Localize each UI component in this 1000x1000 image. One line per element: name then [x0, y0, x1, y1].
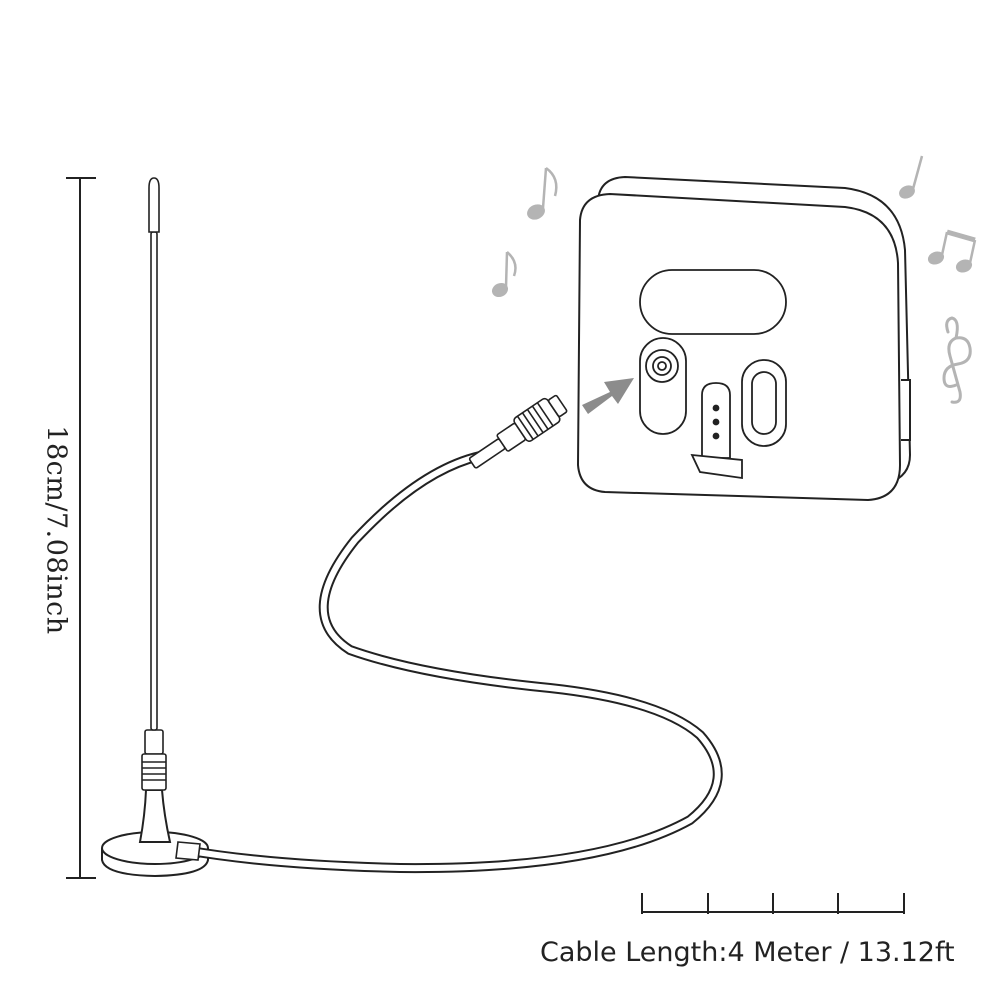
receiver-mount-hook	[690, 382, 743, 480]
music-note-icon	[899, 155, 924, 199]
music-note-icon	[491, 251, 517, 298]
coax-cable	[180, 451, 723, 874]
cable-length-scale-bar	[641, 893, 905, 914]
antenna-magnetic-base	[101, 789, 209, 878]
cable-plug-connector	[468, 394, 568, 469]
antenna-whip	[148, 177, 160, 731]
cable-length-label: Cable Length:4 Meter / 13.12ft	[540, 937, 955, 968]
treble-clef-icon	[942, 316, 972, 404]
receiver-device	[576, 175, 912, 502]
music-note-icon	[927, 229, 977, 273]
height-dimension-line	[66, 177, 96, 879]
cable-clip	[175, 841, 201, 861]
antenna-base-connector	[141, 729, 167, 791]
receiver-antenna-port	[639, 337, 687, 435]
arrow-right-icon	[582, 378, 634, 414]
music-note-icon	[527, 166, 558, 220]
receiver-oval-button	[741, 359, 787, 447]
height-dimension-label: 18cm/7.08inch	[40, 425, 72, 635]
receiver-display-slot	[639, 269, 787, 335]
